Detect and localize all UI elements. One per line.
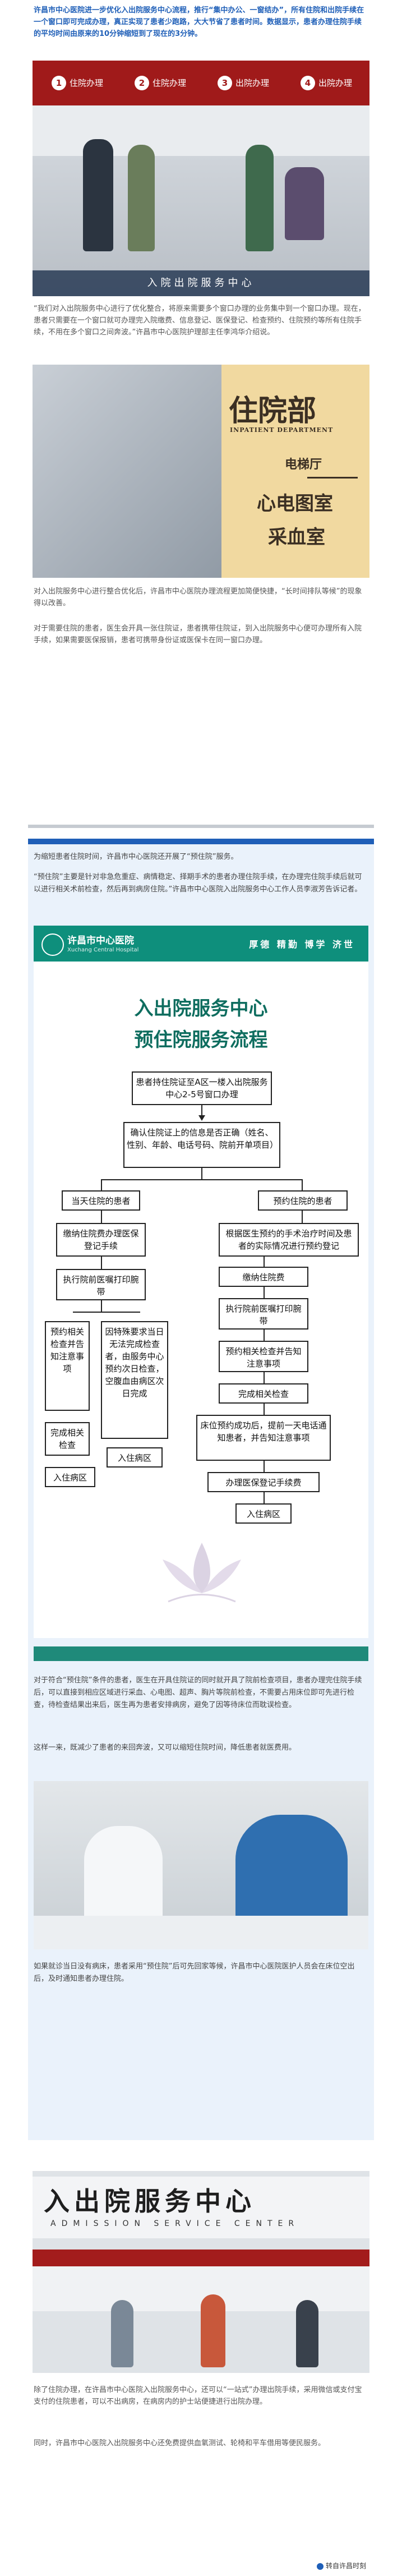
flow-step: 完成相关检查 [45, 1422, 90, 1456]
flow-connector [201, 1168, 202, 1179]
flow-connector [101, 1179, 102, 1190]
flow-step: 因特殊要求当日无法完成检查者，由服务中心预约次日检查，空腹血由病区次日完成 [101, 1321, 168, 1439]
flow-connector [73, 1312, 140, 1313]
nurse-photo [34, 1781, 368, 1949]
card-paragraph: 为缩短患者住院时间，许昌市中心医院还开展了“预住院”服务。 [34, 853, 238, 861]
source-logo-icon [316, 2563, 324, 2570]
card-paragraph: 对于符合“预住院”条件的患者，医生在开具住院证的同时就开具了院前检查项目，患者办… [34, 1676, 362, 1709]
flow-step: 确认住院证上的信息是否正确（姓名、性别、年龄、电话号码、院前开单项目） [123, 1122, 280, 1168]
hospital-name-en: Xuchang Central Hospital [67, 947, 139, 953]
flow-connector [264, 1492, 265, 1503]
desk [34, 1916, 368, 1949]
flow-step: 入住病区 [235, 1503, 292, 1524]
flow-connector [302, 1179, 303, 1190]
admission-center-photo: 入出院服务中心 ADMISSION SERVICE CENTER [33, 2171, 369, 2373]
arrow-down-icon [198, 1115, 205, 1121]
paragraph: 同时，许昌市中心医院入出院服务中心还免费提供血氧测试、轮椅和平车借用等便民服务。 [34, 2439, 326, 2448]
person-figure [128, 145, 155, 251]
article: 许昌市中心医院进一步优化入出院服务中心流程，推行“集中办公、一窗结办”，所有住院… [28, 0, 374, 2576]
person-figure [83, 139, 113, 251]
card-bottom-bar [34, 1646, 368, 1661]
paragraph: 除了住院办理，在许昌市中心医院入出院服务中心，还可以“一站式”办理出院手续，采用… [34, 2386, 362, 2406]
flow-connector [201, 1105, 202, 1116]
flow-step: 预约相关检查并告知注意事项 [45, 1321, 90, 1411]
flow-step: 入住病区 [45, 1467, 95, 1487]
flow-connector [264, 1287, 265, 1298]
person-figure [111, 2300, 133, 2367]
hospital-motto: 厚德 精勤 博学 济世 [249, 939, 355, 950]
pre-admission-card: 为缩短患者住院时间，许昌市中心医院还开展了“预住院”服务。 “预住院”主要是针对… [28, 839, 374, 2140]
flow-step: 办理医保登记手续费 [207, 1472, 320, 1492]
center-title-en: ADMISSION SERVICE CENTER [50, 2219, 300, 2228]
hospital-header: 许昌市中心医院 Xuchang Central Hospital 厚德 精勤 博… [34, 926, 368, 962]
flow-step: 床位预约成功后，提前一天电话通知患者，并告知注意事项 [196, 1415, 331, 1461]
arrow-left-icon [307, 477, 358, 479]
room-sign: 心电图室 [257, 493, 333, 515]
person-figure [201, 2294, 225, 2367]
flow-step: 入住病区 [107, 1447, 163, 1468]
card-top-bar [28, 839, 374, 844]
lotus-watermark-icon [163, 1543, 241, 1603]
section-divider [28, 825, 374, 828]
paragraph: “我们对入出院服务中心进行了优化整合，将原来需要多个窗口办理的业务集中到一个窗口… [34, 305, 366, 337]
paragraph: 对于需要住院的患者，医生会开具一张住院证，患者携带住院证，到入出院服务中心便可办… [34, 624, 362, 645]
flow-connector [264, 1404, 265, 1415]
flow-connector [101, 1257, 102, 1269]
flow-connector [264, 1461, 265, 1472]
center-sign: 入出院服务中心 ADMISSION SERVICE CENTER [33, 2177, 369, 2238]
card-paragraph: 这样一来，既减少了患者的来回奔波，又可以缩短住院时间，降低患者就医费用。 [34, 1744, 297, 1752]
department-sign-en: INPATIENT DEPARTMENT [230, 426, 334, 434]
flow-connector [302, 1211, 303, 1223]
flow-step: 根据医生预约的手术治疗时间及患者的实际情况进行预约登记 [219, 1223, 359, 1257]
department-sign: 住院部 [229, 394, 317, 428]
paragraph: 对入出院服务中心进行整合优化后，许昌市中心医院办理流程更加简便快捷，“长时间排队… [34, 587, 362, 608]
flow-connector [264, 1372, 265, 1383]
card-paragraph: 如果就诊当日没有病床，患者采用“预住院”后可先回家等候，许昌市中心医院医护人员会… [34, 1962, 355, 1983]
card-paragraph: “预住院”主要是针对非急危重症、病情稳定、择期手术的患者办理住院手续，在办理完住… [34, 873, 362, 894]
flow-step: 预约相关检查并告知注意事项 [219, 1341, 308, 1372]
flow-title-1: 入出院服务中心 [134, 997, 268, 1020]
flowchart: 许昌市中心医院 Xuchang Central Hospital 厚德 精勤 博… [34, 926, 368, 1638]
flow-title-2: 预住院服务流程 [134, 1029, 268, 1051]
flow-connector [264, 1257, 265, 1267]
flow-step: 预约住院的患者 [258, 1190, 348, 1211]
source-footer: 转自许昌时刻 [316, 2561, 366, 2570]
flow-connector [101, 1300, 102, 1312]
center-title: 入出院服务中心 [44, 2186, 256, 2216]
flow-step: 执行院前医嘱打印腕带 [219, 1298, 308, 1330]
person-figure [296, 2300, 318, 2367]
intro-paragraph: 许昌市中心医院进一步优化入出院服务中心流程，推行“集中办公、一窗结办”，所有住院… [34, 6, 364, 38]
window-display-bar [33, 2250, 369, 2266]
flow-step: 完成相关检查 [219, 1383, 308, 1404]
person-figure [246, 145, 274, 251]
flow-connector [264, 1330, 265, 1341]
corridor [33, 365, 235, 578]
flow-step: 当天住院的患者 [62, 1190, 140, 1211]
flow-step: 患者持住院证至A区一楼入出院服务中心2-5号窗口办理 [132, 1071, 272, 1105]
elevator-sign: 电梯厅 [285, 457, 322, 472]
corridor-sign-photo: 住院部 INPATIENT DEPARTMENT 电梯厅 心电图室 采血室 [33, 365, 369, 578]
sign-pillar [221, 365, 369, 578]
photo-caption-strip: 入院出院服务中心 [33, 270, 369, 296]
flow-connector [101, 1211, 102, 1223]
flow-step: 缴纳住院费办理医保登记手续 [56, 1223, 146, 1257]
room-sign: 采血室 [268, 526, 325, 549]
wheelchair-patient [285, 167, 324, 240]
flow-step: 执行院前医嘱打印腕带 [56, 1269, 146, 1300]
flow-step: 缴纳住院费 [219, 1267, 308, 1287]
hospital-name: 许昌市中心医院 [67, 935, 134, 946]
flow-connector [101, 1179, 303, 1180]
hospital-logo-icon [41, 933, 64, 956]
